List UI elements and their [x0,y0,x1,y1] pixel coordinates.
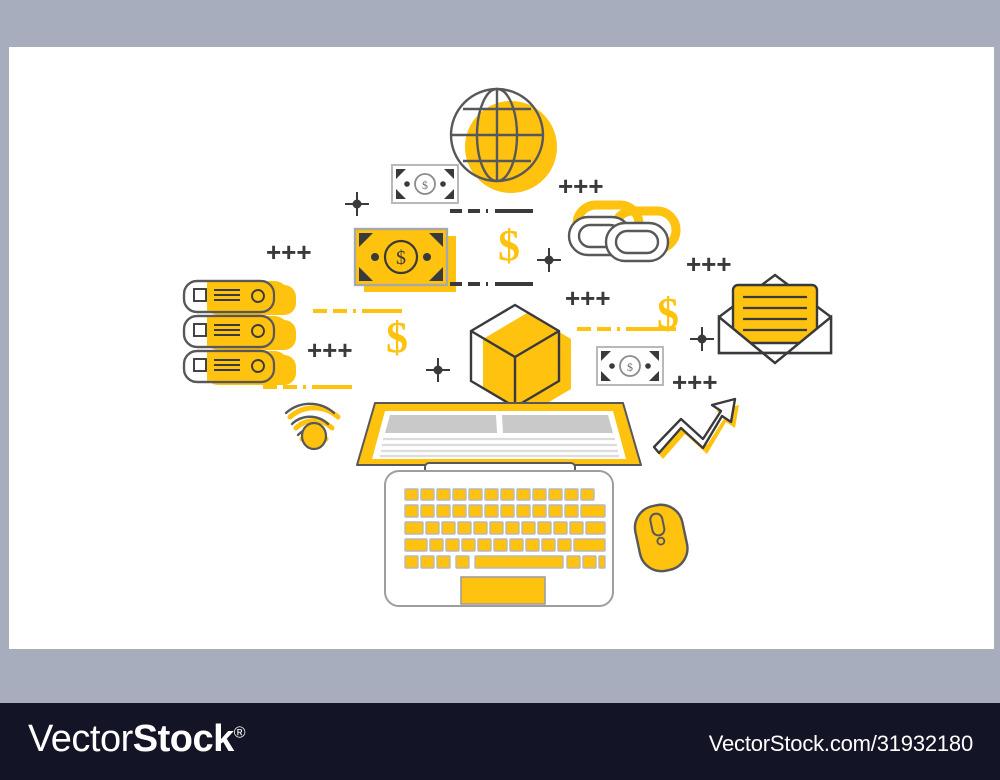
top-grey-band [0,0,1000,47]
svg-text:+++: +++ [266,237,312,267]
svg-text:+++: +++ [307,335,353,365]
envelope-icon [717,273,833,365]
laptop-icon [356,402,642,607]
plus-marks-group: +++ +++ +++ +++ +++ +++ [266,171,732,397]
illustration-artwork: .yel { fill: #FFC20E; } .yels { fill: #F… [182,87,833,607]
growth-arrow-icon [652,397,739,459]
banknote-small-icon-right: $ [596,346,664,386]
vectorstock-logo: VectorStock® [28,718,246,761]
computer-mouse-icon [633,503,689,573]
svg-text:$: $ [498,221,520,270]
cube-icon [469,303,571,415]
footer-bar [0,703,1000,780]
svg-text:$: $ [627,360,633,374]
bottom-grey-band [0,649,1000,703]
banknote-small-icon-top: $ [391,164,459,204]
svg-text:+++: +++ [565,283,611,313]
registered-mark: ® [233,724,246,742]
svg-text:$: $ [396,247,406,269]
svg-text:$: $ [657,289,679,338]
logo-thin-part: Vector [28,718,133,760]
footer-url-text: VectorStock.com/31932180 [708,731,973,756]
dash-line-group [263,209,676,389]
svg-text:+++: +++ [686,249,732,279]
svg-text:+++: +++ [558,171,604,201]
right-grey-edge [994,47,1000,649]
svg-text:$: $ [422,178,428,192]
globe-icon [449,87,557,193]
wifi-icon [284,402,341,451]
left-grey-edge [0,47,9,649]
svg-text:+++: +++ [672,367,718,397]
server-stack-icon [182,279,296,385]
banknote-large-icon: $ [353,227,456,292]
logo-bold-part: Stock [132,718,234,760]
dollar-sign-group: $ $ $ [386,221,679,362]
svg-text:$: $ [386,313,408,362]
chain-link-icon [567,200,681,263]
sparkle-group [345,192,714,382]
